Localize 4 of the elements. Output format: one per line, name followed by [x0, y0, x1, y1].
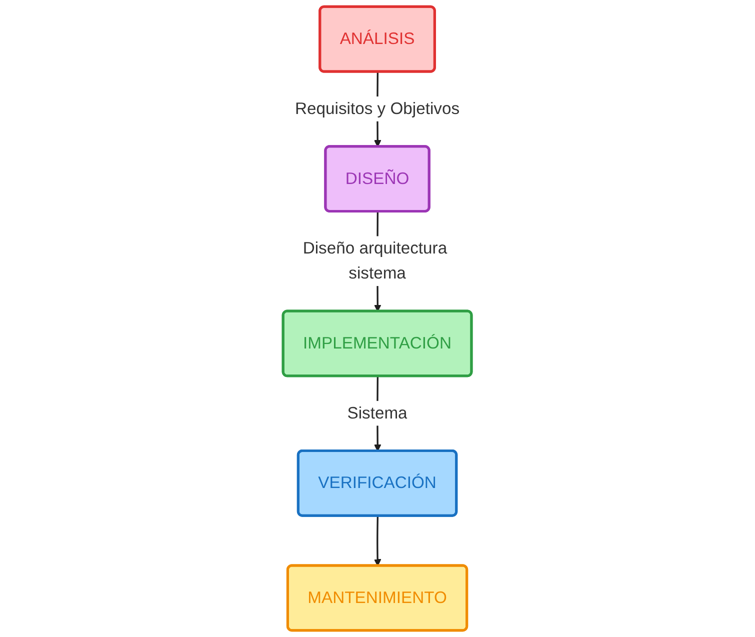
- edge-label: Requisitos y Objetivos: [295, 100, 460, 118]
- arrow: [374, 516, 382, 566]
- edge-label: Sistema: [347, 404, 408, 422]
- edge-label: Diseño arquitectura sistema: [303, 240, 448, 283]
